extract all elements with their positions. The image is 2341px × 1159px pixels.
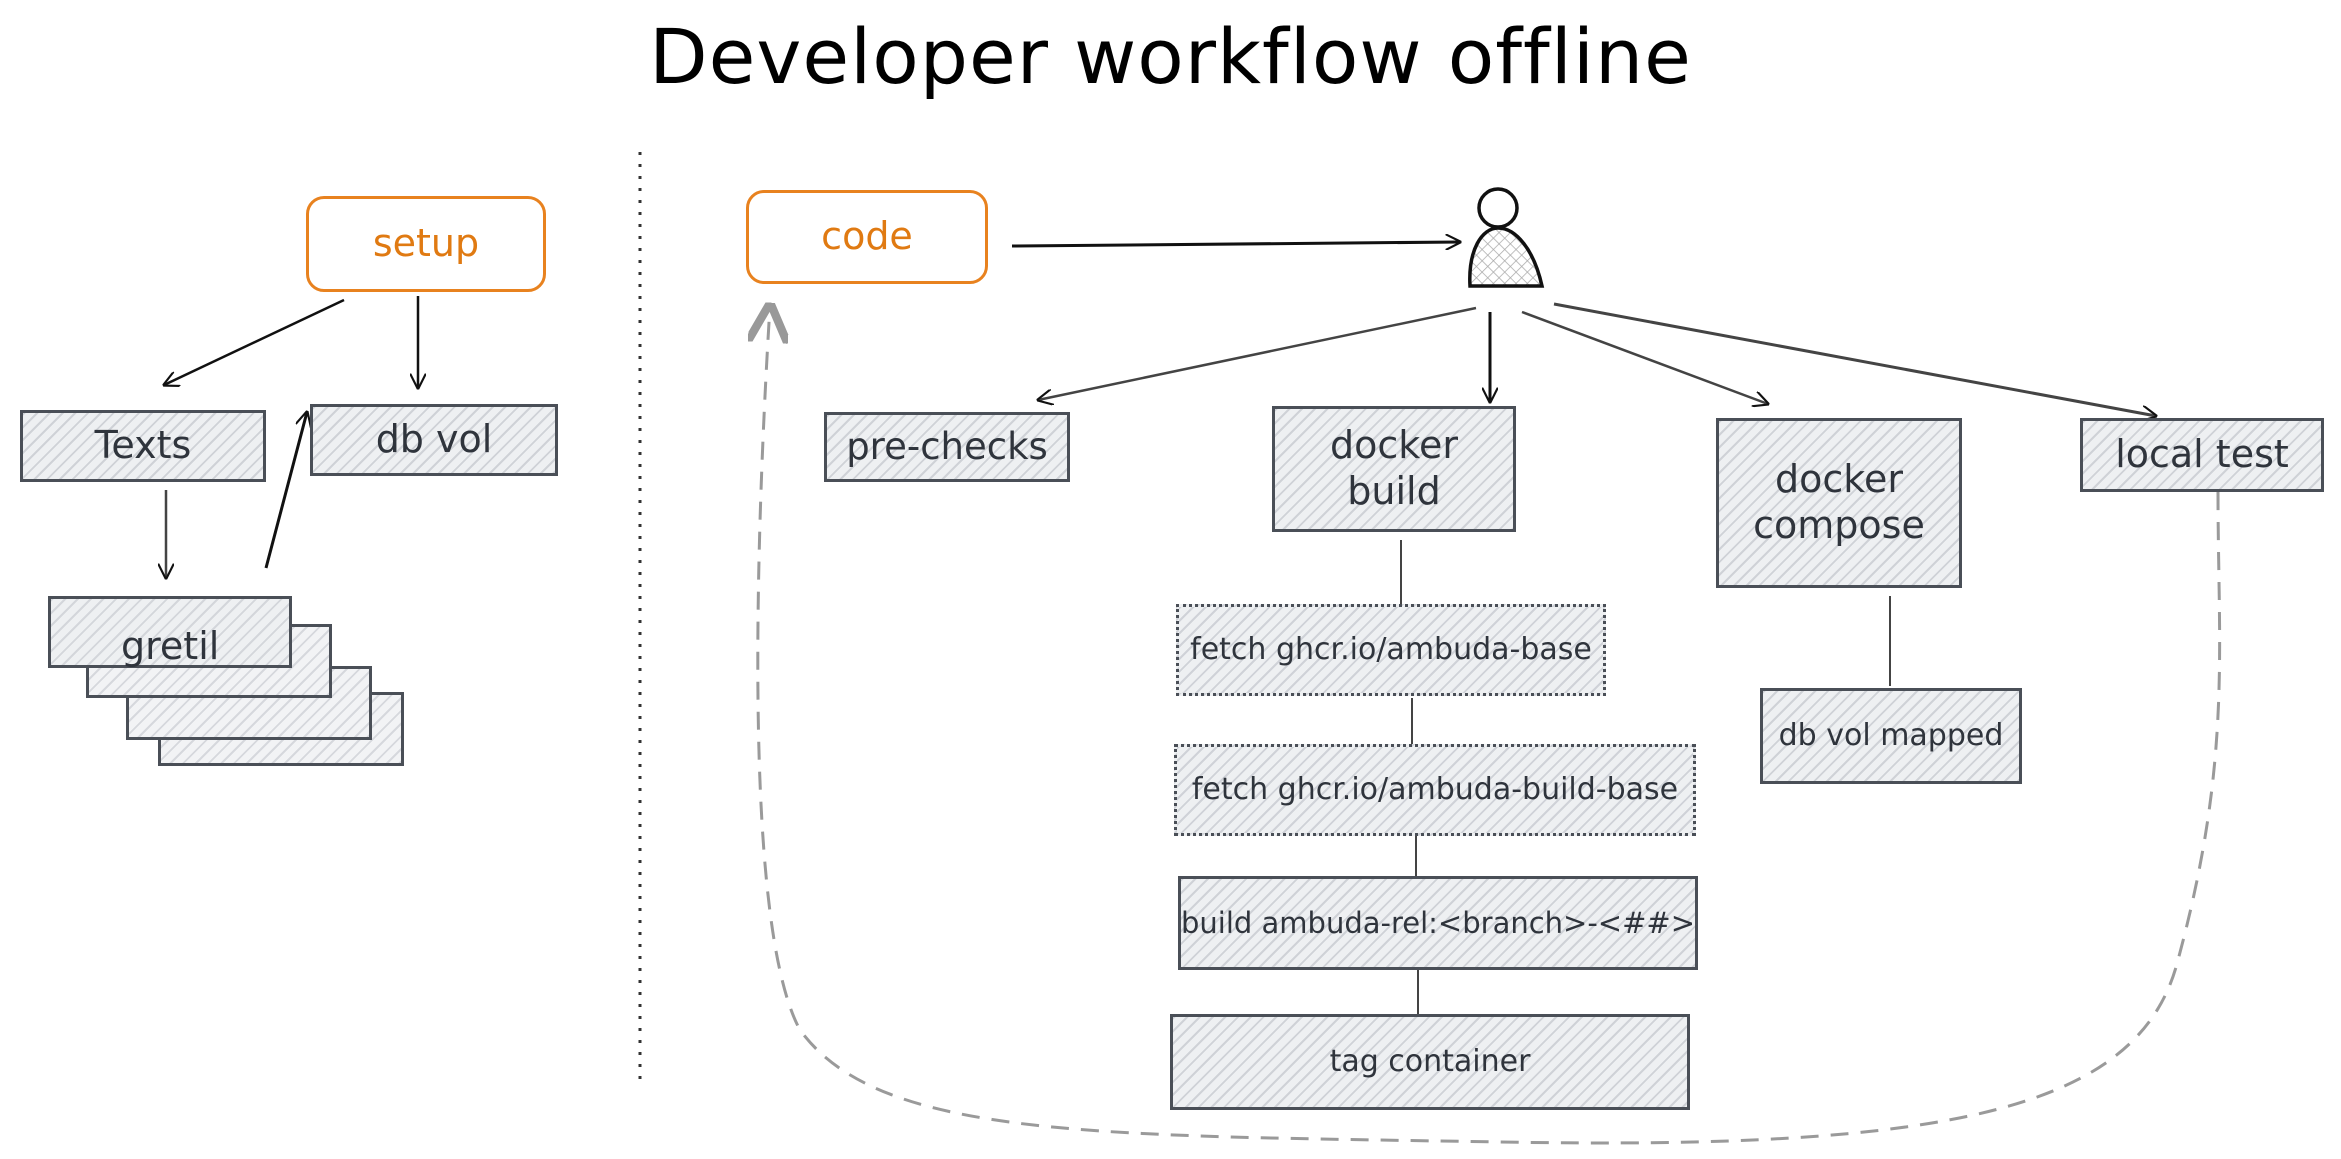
setup-label: setup	[372, 221, 480, 266]
local-test-node[interactable]: local test	[2080, 418, 2324, 492]
arrow-user-to-localtest	[1553, 302, 2156, 416]
setup-node[interactable]: setup	[306, 196, 546, 292]
gretil-card-1: gretil	[48, 596, 292, 668]
pre-checks-label: pre-checks	[846, 424, 1048, 468]
docker-build-label: docker build	[1330, 423, 1458, 513]
pre-checks-node[interactable]: pre-checks	[824, 412, 1070, 482]
db-vol-node[interactable]: db vol	[310, 404, 558, 476]
db-vol-mapped-label: db vol mapped	[1778, 718, 2004, 753]
code-node[interactable]: code	[746, 190, 988, 284]
diagram-title: Developer workflow offline	[649, 12, 1692, 101]
build-ambuda-rel-node[interactable]: build ambuda-rel:<branch>-<##>	[1178, 876, 1698, 970]
fetch-ambuda-build-base-label: fetch ghcr.io/ambuda-build-base	[1191, 772, 1679, 807]
texts-node[interactable]: Texts	[20, 410, 266, 482]
fetch-ambuda-base-label: fetch ghcr.io/ambuda-base	[1190, 632, 1592, 667]
fetch-ambuda-base-node[interactable]: fetch ghcr.io/ambuda-base	[1176, 604, 1606, 696]
docker-build-node[interactable]: docker build	[1272, 406, 1516, 532]
tag-container-node[interactable]: tag container	[1170, 1014, 1690, 1110]
loop-back-arrow	[758, 306, 2222, 1145]
local-test-label: local test	[2115, 432, 2289, 477]
arrow-code-to-user	[1011, 242, 1460, 246]
tag-container-label: tag container	[1329, 1044, 1531, 1079]
db-vol-label: db vol	[375, 417, 493, 462]
person-icon	[1468, 187, 1545, 288]
docker-compose-node[interactable]: docker compose	[1716, 418, 1962, 588]
texts-label: Texts	[94, 423, 192, 468]
gretil-label: gretil	[121, 624, 220, 669]
arrow-user-to-prechecks	[1038, 306, 1477, 400]
fetch-ambuda-build-base-node[interactable]: fetch ghcr.io/ambuda-build-base	[1174, 744, 1696, 836]
build-ambuda-rel-label: build ambuda-rel:<branch>-<##>	[1181, 905, 1695, 940]
arrow-gretil-to-dbvol	[264, 412, 307, 569]
arrow-user-to-dockercompose	[1521, 310, 1768, 404]
docker-compose-label: docker compose	[1753, 457, 1925, 547]
db-vol-mapped-node[interactable]: db vol mapped	[1760, 688, 2022, 784]
code-label: code	[821, 214, 913, 259]
arrow-setup-to-texts	[164, 298, 345, 385]
